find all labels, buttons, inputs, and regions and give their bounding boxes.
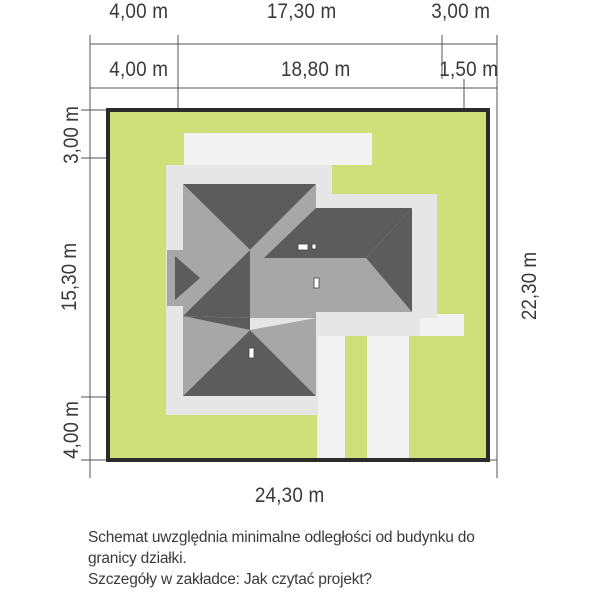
bay-roof xyxy=(167,250,214,306)
bottom-dimension-lines xyxy=(89,459,498,478)
caption-line-2: granicy działki. xyxy=(88,550,187,567)
dim-top-1-right: 3,00 m xyxy=(431,0,491,23)
dim-top-2-left: 4,00 m xyxy=(109,58,169,81)
top-dimension-lines xyxy=(89,35,498,110)
dim-left-bottom: 4,00 m xyxy=(60,401,83,459)
roof-windows xyxy=(248,243,320,359)
dim-bottom-total: 24,30 m xyxy=(254,484,325,507)
dim-left-top: 3,00 m xyxy=(60,106,83,164)
dim-top-1-middle: 17,30 m xyxy=(266,0,337,23)
dim-top-2-middle: 18,80 m xyxy=(280,58,351,81)
dim-left-middle: 15,30 m xyxy=(58,242,81,312)
dim-top-1-left: 4,00 m xyxy=(109,0,169,23)
paving xyxy=(184,133,464,458)
left-dimension-lines xyxy=(81,109,108,461)
caption-line-3: Szczegóły w zakładce: Jak czytać projekt… xyxy=(88,571,372,588)
dim-right-total: 22,30 m xyxy=(518,251,541,321)
caption-line-1: Schemat uwzględnia minimalne odległości … xyxy=(88,529,475,546)
dim-top-2-right: 1,50 m xyxy=(439,58,499,81)
